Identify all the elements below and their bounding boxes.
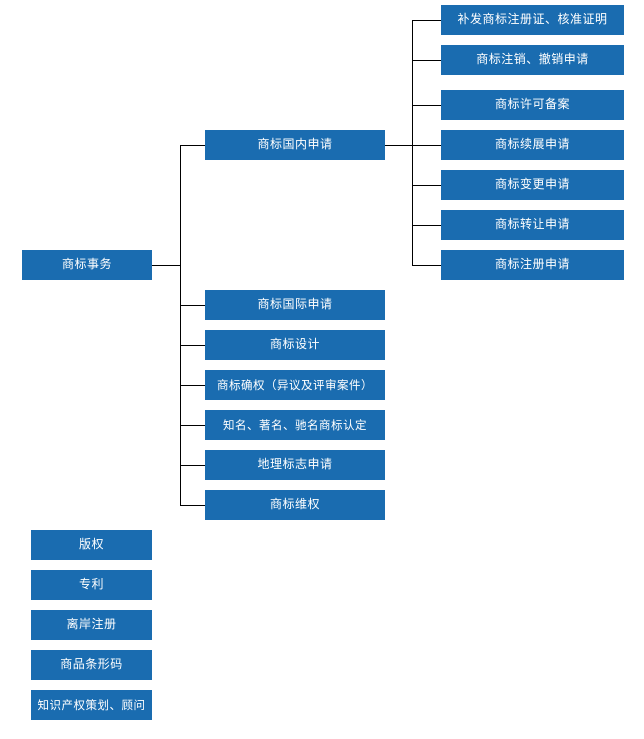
node-level3-assignment-application[interactable]: 商标转让申请 bbox=[441, 210, 624, 240]
connector-level3-branch-3 bbox=[412, 105, 441, 106]
connector-level3-branch-6 bbox=[412, 225, 441, 226]
connector-level2-branch-3 bbox=[180, 345, 205, 346]
node-label: 商品条形码 bbox=[60, 657, 123, 672]
node-label: 商标许可备案 bbox=[494, 97, 570, 112]
node-label: 知识产权策划、顾问 bbox=[37, 697, 146, 712]
connector-level2-branch-2 bbox=[180, 305, 205, 306]
node-label: 地理标志申请 bbox=[257, 457, 333, 472]
node-level3-license-recordal[interactable]: 商标许可备案 bbox=[441, 90, 624, 120]
node-level2-geographical-indication[interactable]: 地理标志申请 bbox=[205, 450, 385, 480]
connector-domestic-stub bbox=[385, 145, 412, 146]
node-standalone-copyright[interactable]: 版权 bbox=[31, 530, 152, 560]
connector-level2-trunk bbox=[180, 145, 181, 505]
node-level2-wellknown-recognition[interactable]: 知名、著名、驰名商标认定 bbox=[205, 410, 385, 440]
node-level3-registration-application[interactable]: 商标注册申请 bbox=[441, 250, 624, 280]
node-level3-reissue-certificate[interactable]: 补发商标注册证、核准证明 bbox=[441, 5, 624, 35]
node-label: 商标国际申请 bbox=[257, 297, 333, 312]
node-standalone-patent[interactable]: 专利 bbox=[31, 570, 152, 600]
connector-level2-branch-5 bbox=[180, 425, 205, 426]
node-label: 商标续展申请 bbox=[494, 137, 570, 152]
node-label: 商标维权 bbox=[269, 497, 320, 512]
connector-level2-branch-6 bbox=[180, 465, 205, 466]
node-level2-rights-protection[interactable]: 商标维权 bbox=[205, 490, 385, 520]
node-label: 专利 bbox=[78, 577, 104, 592]
node-label: 商标注册申请 bbox=[494, 257, 570, 272]
node-label: 补发商标注册证、核准证明 bbox=[457, 12, 608, 27]
node-root-label: 商标事务 bbox=[61, 257, 112, 272]
node-level3-change-application[interactable]: 商标变更申请 bbox=[441, 170, 624, 200]
connector-level3-branch-7 bbox=[412, 265, 441, 266]
node-level2-rights-confirmation[interactable]: 商标确权（异议及评审案件） bbox=[205, 370, 385, 400]
node-level2-domestic-application[interactable]: 商标国内申请 bbox=[205, 130, 385, 160]
node-label: 商标注销、撤销申请 bbox=[476, 52, 589, 67]
node-level3-cancellation-revocation[interactable]: 商标注销、撤销申请 bbox=[441, 45, 624, 75]
node-label: 知名、著名、驰名商标认定 bbox=[223, 417, 367, 432]
connector-level3-branch-5 bbox=[412, 185, 441, 186]
connector-level2-branch-4 bbox=[180, 385, 205, 386]
node-label: 商标确权（异议及评审案件） bbox=[217, 377, 373, 392]
connector-level3-branch-2 bbox=[412, 60, 441, 61]
connector-level3-branch-4 bbox=[412, 145, 441, 146]
node-root[interactable]: 商标事务 bbox=[22, 250, 152, 280]
node-label: 商标国内申请 bbox=[257, 137, 333, 152]
node-standalone-ip-planning-consulting[interactable]: 知识产权策划、顾问 bbox=[31, 690, 152, 720]
connector-level3-trunk bbox=[412, 20, 413, 265]
connector-level2-branch-7 bbox=[180, 505, 205, 506]
node-standalone-barcode[interactable]: 商品条形码 bbox=[31, 650, 152, 680]
connector-root-stub bbox=[152, 265, 181, 266]
node-level2-international-application[interactable]: 商标国际申请 bbox=[205, 290, 385, 320]
connector-level2-branch-1 bbox=[180, 145, 205, 146]
node-label: 商标设计 bbox=[269, 337, 320, 352]
node-label: 商标转让申请 bbox=[494, 217, 570, 232]
connector-level3-branch-1 bbox=[412, 20, 441, 21]
node-standalone-offshore-registration[interactable]: 离岸注册 bbox=[31, 610, 152, 640]
node-label: 商标变更申请 bbox=[494, 177, 570, 192]
node-label: 离岸注册 bbox=[66, 617, 117, 632]
node-level3-renewal-application[interactable]: 商标续展申请 bbox=[441, 130, 624, 160]
node-level2-trademark-design[interactable]: 商标设计 bbox=[205, 330, 385, 360]
node-label: 版权 bbox=[78, 537, 104, 552]
